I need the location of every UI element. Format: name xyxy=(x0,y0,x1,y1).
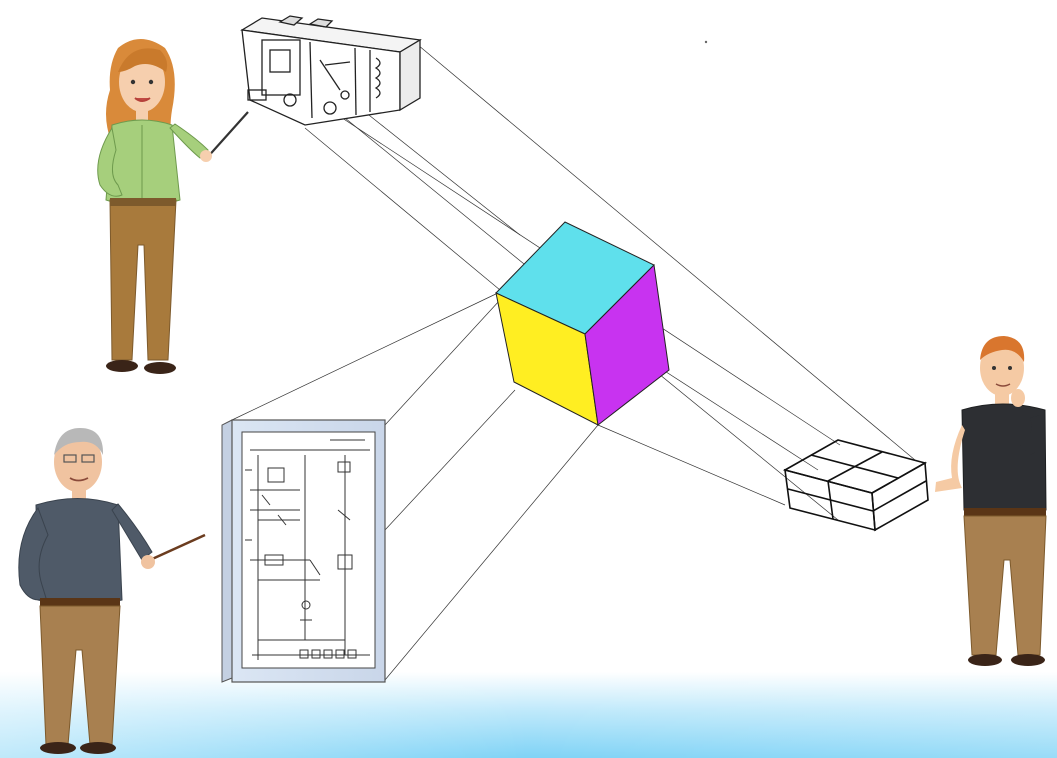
stray-dot xyxy=(704,40,708,44)
device-sketch xyxy=(240,15,422,126)
color-cube xyxy=(495,221,670,426)
wireframe-box xyxy=(782,439,929,532)
presenter-woman xyxy=(97,39,249,374)
circuit-schematic xyxy=(221,419,386,683)
observer-man-red-hair xyxy=(935,336,1047,666)
cube-right-face xyxy=(584,263,670,426)
footer-band xyxy=(0,672,1057,758)
presenter-man-gray-hair xyxy=(18,428,206,754)
